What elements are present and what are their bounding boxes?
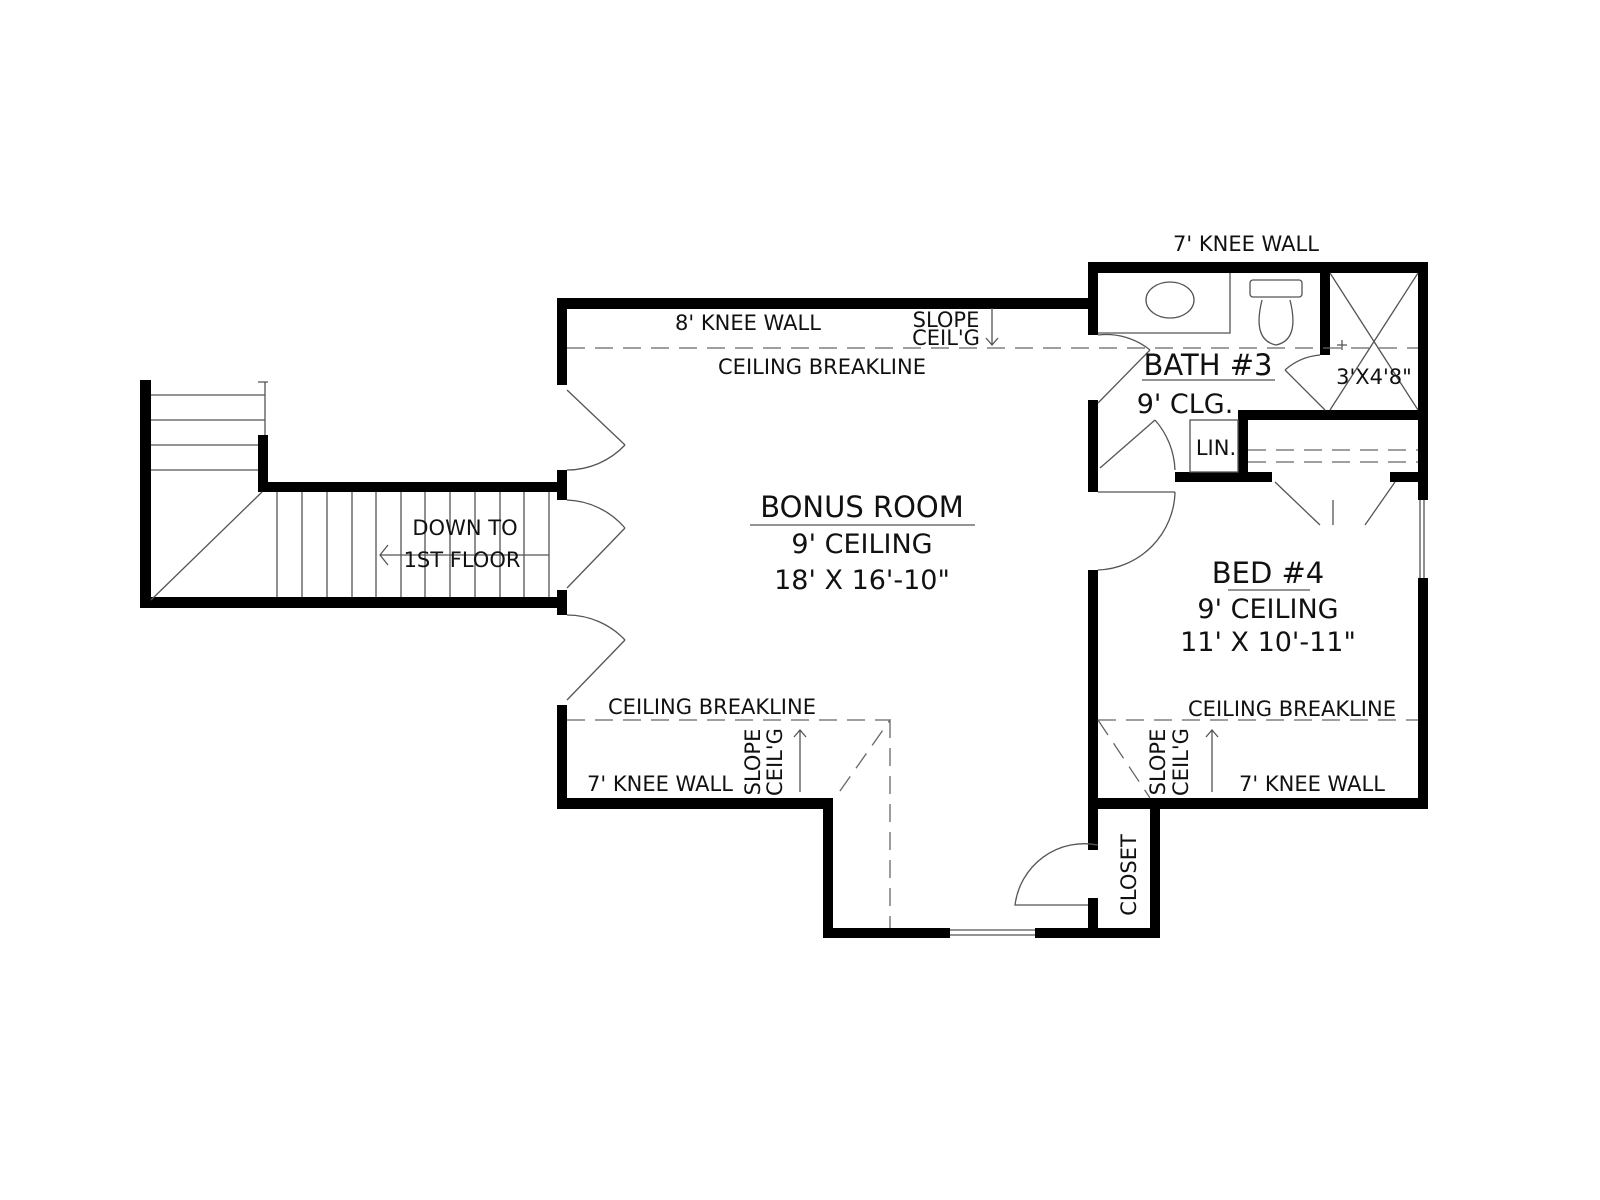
slope-br-1: SLOPE — [1146, 729, 1170, 796]
breakline-top: CEILING BREAKLINE — [718, 355, 926, 379]
bed4-name: BED #4 — [1212, 556, 1325, 590]
bonus-room-size: 18' X 16'-10" — [774, 565, 950, 596]
breakline-bottom-left: CEILING BREAKLINE — [608, 695, 816, 719]
slope-br-2: CEIL'G — [1169, 728, 1193, 796]
bonus-room-ceiling: 9' CEILING — [791, 529, 932, 560]
knee-wall-bottom-right: 7' KNEE WALL — [1239, 772, 1385, 796]
bed4-ceiling: 9' CEILING — [1197, 594, 1338, 625]
slope-top-1: SLOPE — [913, 308, 980, 332]
stairs-label-2: 1ST FLOOR — [404, 548, 521, 572]
closet-label: CLOSET — [1117, 834, 1141, 916]
fixtures-and-lines — [150, 272, 1425, 936]
sink-icon — [1145, 281, 1195, 319]
bath3-name: BATH #3 — [1144, 348, 1273, 382]
shower-size: 3'X4'8" — [1336, 365, 1412, 389]
stair-arrow-icon — [379, 544, 549, 566]
stairs-label-1: DOWN TO — [412, 516, 517, 540]
linen-label: LIN. — [1196, 436, 1236, 460]
breakline-bottom-right: CEILING BREAKLINE — [1188, 697, 1396, 721]
knee-wall-top: 8' KNEE WALL — [675, 311, 821, 335]
labels: BONUS ROOM 9' CEILING 18' X 16'-10" BED … — [404, 232, 1412, 916]
slope-top-2: CEIL'G — [912, 326, 980, 350]
bath3-ceiling: 9' CLG. — [1137, 389, 1234, 420]
shower-icon — [1329, 272, 1419, 411]
bed4-size: 11' X 10'-11" — [1180, 627, 1356, 658]
bonus-room-name: BONUS ROOM — [760, 490, 964, 524]
slope-bl-1: SLOPE — [741, 729, 765, 796]
toilet-icon — [1249, 279, 1303, 298]
slope-bl-2: CEIL'G — [763, 728, 787, 796]
walls — [140, 262, 1428, 938]
knee-wall-top-right: 7' KNEE WALL — [1173, 232, 1319, 256]
knee-wall-bottom-left: 7' KNEE WALL — [587, 772, 733, 796]
